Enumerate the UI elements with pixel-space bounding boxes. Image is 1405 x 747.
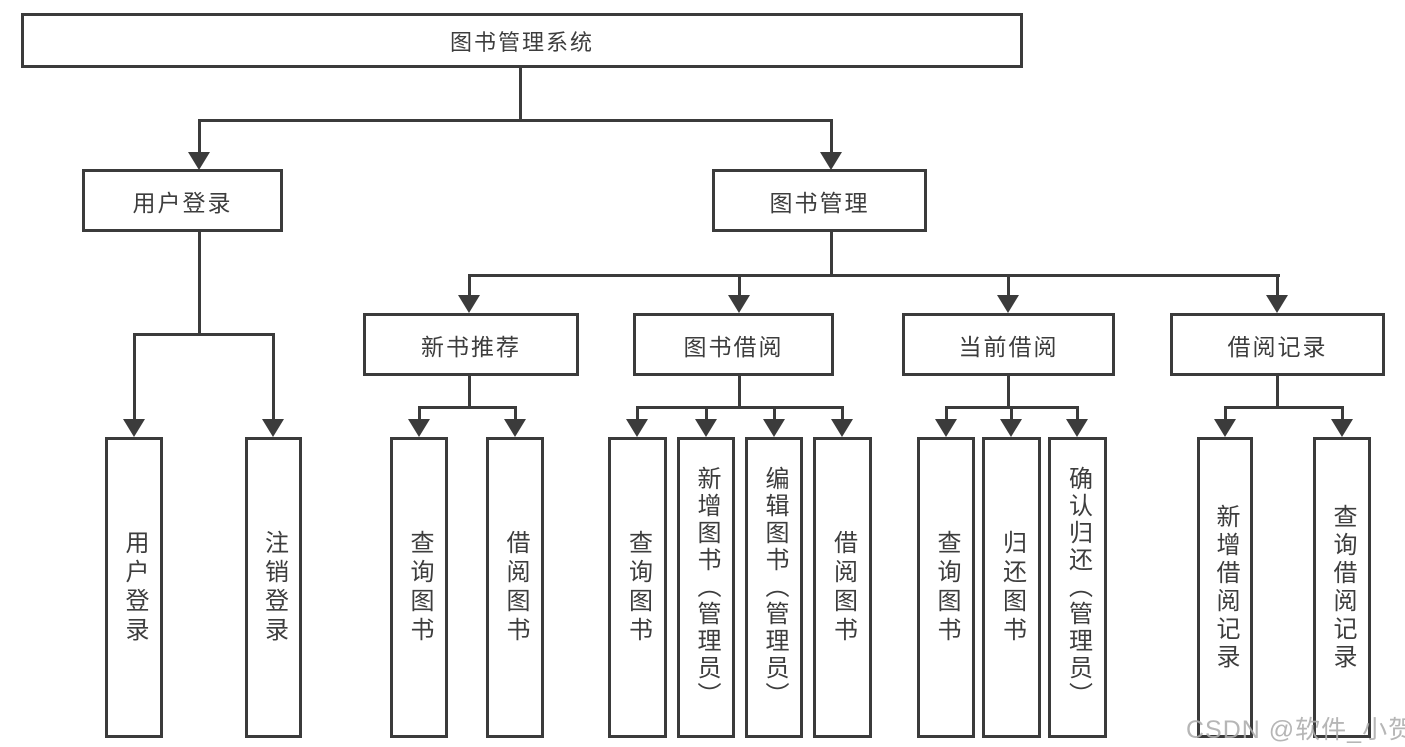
connector-line [272, 333, 275, 419]
leaf-user-login: 用户登录 [105, 437, 163, 738]
arrow-down-icon [695, 419, 717, 437]
connector-line [198, 232, 201, 335]
node-book-borrow: 图书借阅 [633, 313, 834, 376]
connector-line [468, 376, 471, 408]
node-book-management: 图书管理 [712, 169, 927, 232]
arrow-down-icon [935, 419, 957, 437]
node-borrow-records: 借阅记录 [1170, 313, 1385, 376]
connector-line [773, 406, 776, 420]
connector-line [1276, 274, 1279, 296]
leaf-return-books: 归还图书 [982, 437, 1041, 738]
connector-line [1007, 274, 1010, 296]
leaf-query-books-2: 查询图书 [608, 437, 667, 738]
connector-line [1341, 406, 1344, 420]
connector-line [133, 333, 136, 419]
node-user-login: 用户登录 [82, 169, 283, 232]
arrow-down-icon [123, 419, 145, 437]
leaf-borrow-books-1: 借阅图书 [486, 437, 544, 738]
arrow-down-icon [763, 419, 785, 437]
connector-line [1224, 406, 1227, 420]
arrow-down-icon [997, 295, 1019, 313]
node-root: 图书管理系统 [21, 13, 1023, 68]
connector-line [841, 406, 844, 420]
connector-line [133, 333, 275, 336]
connector-line [1224, 406, 1344, 409]
arrow-down-icon [408, 419, 430, 437]
connector-line [519, 68, 522, 121]
leaf-query-books-3: 查询图书 [917, 437, 975, 738]
node-new-book-recommend: 新书推荐 [363, 313, 579, 376]
arrow-down-icon [820, 152, 842, 170]
arrow-down-icon [1066, 419, 1088, 437]
connector-line [198, 119, 833, 122]
leaf-logout: 注销登录 [245, 437, 302, 738]
leaf-confirm-return-admin: 确认归还（管理员） [1048, 437, 1107, 738]
connector-line [468, 274, 471, 296]
arrow-down-icon [1000, 419, 1022, 437]
connector-line [418, 406, 421, 420]
leaf-add-books-admin: 新增图书（管理员） [677, 437, 735, 738]
connector-line [830, 119, 833, 152]
connector-line [514, 406, 517, 420]
connector-line [1007, 376, 1010, 408]
arrow-down-icon [1214, 419, 1236, 437]
connector-line [636, 406, 844, 409]
arrow-down-icon [188, 152, 210, 170]
leaf-query-books-1: 查询图书 [390, 437, 448, 738]
arrow-down-icon [728, 295, 750, 313]
connector-line [1076, 406, 1079, 420]
connector-line [945, 406, 948, 420]
leaf-query-borrow-record: 查询借阅记录 [1313, 437, 1371, 738]
connector-line [198, 119, 201, 152]
leaf-borrow-books-2: 借阅图书 [813, 437, 872, 738]
arrow-down-icon [458, 295, 480, 313]
connector-line [738, 376, 741, 408]
connector-line [830, 232, 833, 276]
arrow-down-icon [831, 419, 853, 437]
leaf-edit-books-admin: 编辑图书（管理员） [745, 437, 803, 738]
connector-line [738, 274, 741, 296]
watermark: CSDN @软件_小贺同学 [1186, 716, 1405, 744]
leaf-add-borrow-record: 新增借阅记录 [1197, 437, 1253, 738]
connector-line [1010, 406, 1013, 420]
node-current-borrow: 当前借阅 [902, 313, 1115, 376]
arrow-down-icon [262, 419, 284, 437]
connector-line [705, 406, 708, 420]
arrow-down-icon [1266, 295, 1288, 313]
connector-line [418, 406, 517, 409]
arrow-down-icon [626, 419, 648, 437]
arrow-down-icon [1331, 419, 1353, 437]
connector-line [1276, 376, 1279, 408]
connector-line [468, 274, 1280, 277]
connector-line [636, 406, 639, 420]
arrow-down-icon [504, 419, 526, 437]
